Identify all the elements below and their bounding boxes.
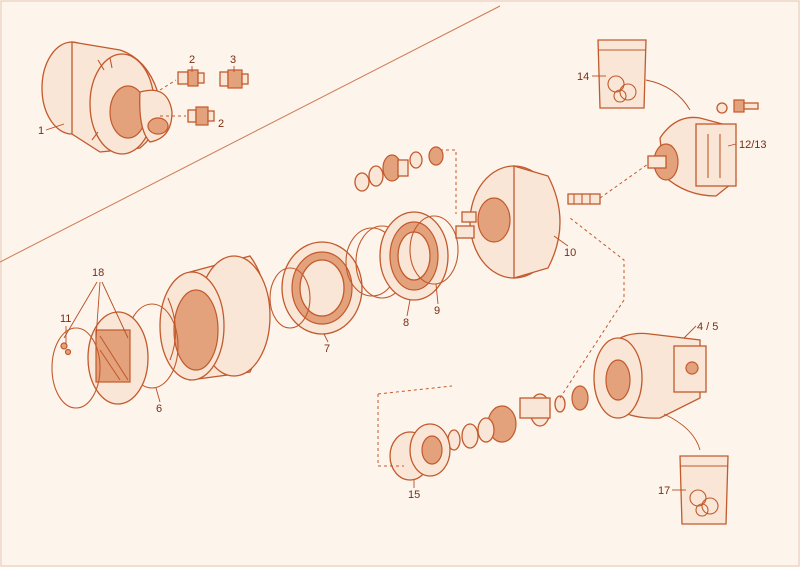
label-8: 8 <box>403 317 409 329</box>
bag-14-arrow <box>645 79 691 111</box>
leader-4-5 <box>683 325 697 339</box>
part-3-fitting[interactable] <box>219 69 249 89</box>
leader-1 <box>45 123 65 131</box>
part-1-drive-assembly[interactable] <box>41 41 173 155</box>
part-9-ring[interactable] <box>409 215 459 285</box>
part-4-5-hydraulic-pump[interactable] <box>593 332 707 419</box>
label-9: 9 <box>434 305 440 317</box>
label-2-lower: 2 <box>218 118 224 130</box>
label-14: 14 <box>577 71 589 83</box>
leader-9 <box>435 283 439 305</box>
part-11-retaining-ring[interactable] <box>51 327 101 409</box>
part-drive-shaft-assembly[interactable] <box>447 385 589 451</box>
section-divider <box>0 5 501 263</box>
part-2-fitting-lower[interactable] <box>187 106 215 126</box>
part-12-13-hydraulic-motor[interactable] <box>647 116 737 197</box>
leader-7 <box>323 333 329 343</box>
label-7: 7 <box>324 343 330 355</box>
label-6: 6 <box>156 403 162 415</box>
part-2-fitting-upper[interactable] <box>177 69 205 87</box>
leader-10 <box>553 235 569 247</box>
label-2-upper: 2 <box>189 54 195 66</box>
label-12-13: 12/13 <box>739 139 767 151</box>
label-17: 17 <box>658 485 670 497</box>
label-15: 15 <box>408 489 420 501</box>
part-7-bearing[interactable] <box>281 241 363 335</box>
label-3: 3 <box>230 54 236 66</box>
part-15-seal-flange[interactable] <box>389 423 451 481</box>
fitting-guides <box>159 79 186 117</box>
bag-17-arrow <box>663 413 701 451</box>
label-11: 11 <box>60 313 71 325</box>
part-17-seal-kit-bag[interactable] <box>679 455 729 525</box>
label-18: 18 <box>92 267 104 279</box>
label-10: 10 <box>564 247 576 259</box>
part-10-hub-carrier[interactable] <box>455 165 601 279</box>
part-14-seal-kit-bag[interactable] <box>597 39 647 109</box>
leader-18 <box>63 281 129 339</box>
assembly-guides <box>377 217 625 467</box>
leader-8 <box>406 299 411 317</box>
label-4-5: 4 / 5 <box>697 321 718 333</box>
part-cover-plate[interactable] <box>87 311 149 405</box>
motor-bolts[interactable] <box>716 99 759 114</box>
label-1: 1 <box>38 125 44 137</box>
shaft-guide <box>599 163 649 199</box>
part-ring-gear-housing[interactable] <box>159 255 271 381</box>
leader-12-13 <box>727 143 737 147</box>
part-8-bearing[interactable] <box>379 211 449 301</box>
leader-6 <box>155 387 161 403</box>
part-small-gears[interactable] <box>354 146 444 192</box>
